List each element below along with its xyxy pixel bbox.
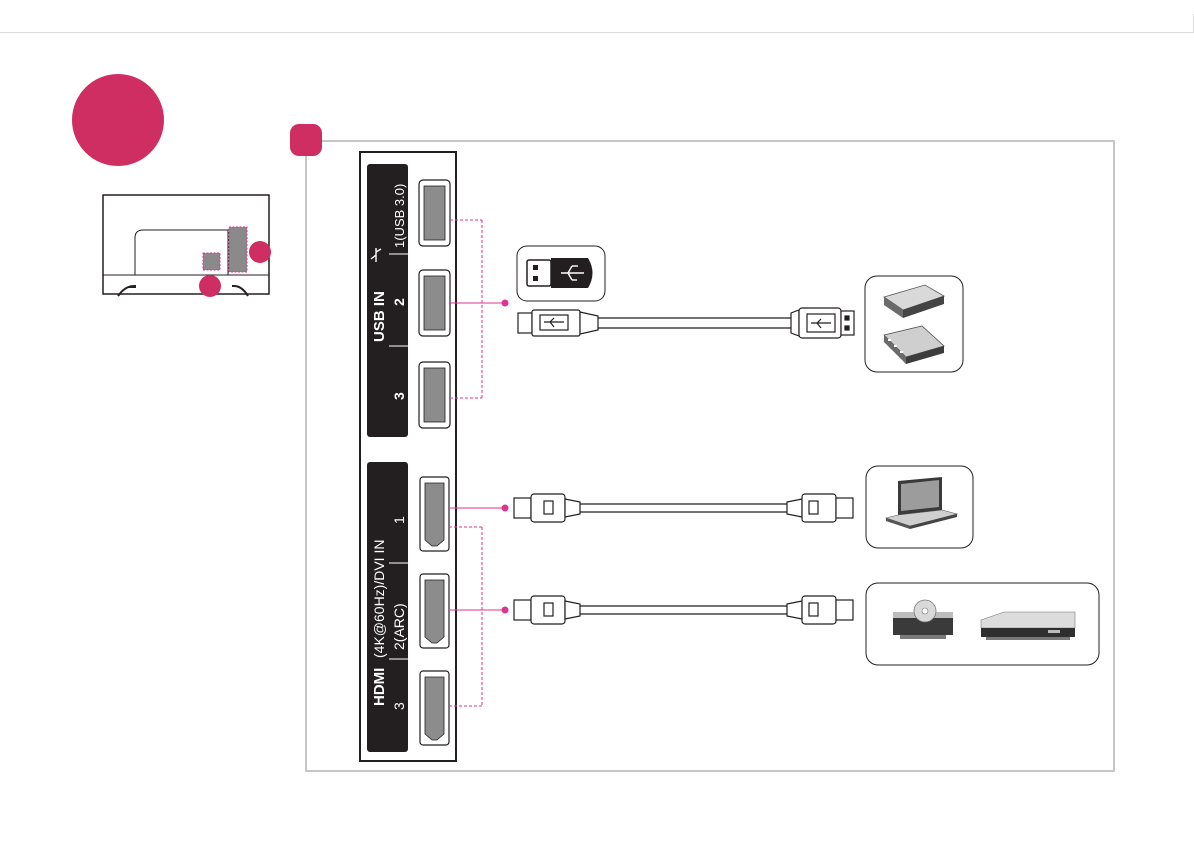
usb-port-3-label: 3 [391,392,407,400]
blu-ray-player-icon [981,612,1075,640]
usb-title: USB IN [371,291,388,342]
usb-port-2-label: 2 [391,298,407,306]
usb-stick-icon [517,246,605,301]
usb-cable-icon [518,308,854,338]
hdmi-guide-lines [449,505,508,706]
usb-port-2[interactable] [419,270,450,336]
usb-port-1[interactable] [419,180,450,246]
usb-label-strip: USB IN 1(USB 3.0) 2 3 [367,164,408,437]
usb-guide-lines [450,220,508,398]
hdmi-port-1[interactable] [420,477,449,551]
usb-device-box [865,276,963,372]
hdmi-port-2[interactable] [420,574,449,648]
usb-port-1-label: 1(USB 3.0) [392,184,407,248]
hdmi-port-1-label: 1 [391,516,407,524]
hdmi-port-2-label: 2(ARC) [391,603,407,650]
hdmi-title: (4K@60Hz)/DVI IN [371,540,387,658]
hdmi-port-3[interactable] [420,671,449,745]
hdmi-label-strip: HDMI (4K@60Hz)/DVI IN 1 2(ARC) 3 [367,462,408,752]
hdmi-cable-icon-2 [514,596,853,624]
hdmi-logo: HDMI [371,668,388,706]
usb-port-3[interactable] [419,362,450,428]
laptop-device-box [866,466,973,548]
hdmi-port-3-label: 3 [391,702,407,710]
player-device-box [866,583,1099,665]
hdmi-cable-icon [514,494,853,522]
